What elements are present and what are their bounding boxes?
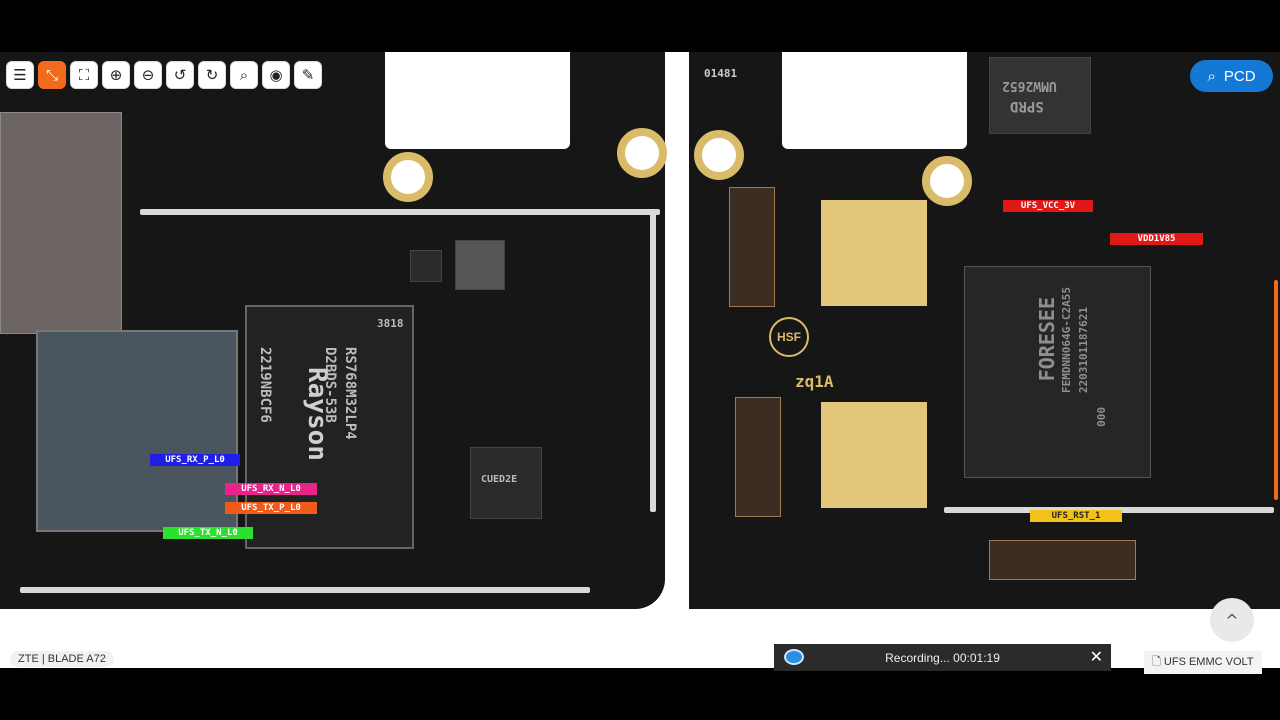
shield-trace	[20, 587, 590, 593]
recording-status: Recording... 00:01:19	[885, 651, 1000, 665]
sim-tray-area	[0, 112, 122, 334]
gold-pad	[821, 402, 927, 508]
inductor	[455, 240, 505, 290]
storage-line-text: FEMDNN064G-C2A55	[1060, 287, 1073, 393]
mount-hole	[383, 152, 433, 202]
zoom-in-icon[interactable]: ⊕	[102, 61, 130, 89]
rotate-left-icon[interactable]: ↺	[166, 61, 194, 89]
label-ufs-rst[interactable]: UFS_RST_1	[1030, 510, 1122, 522]
fullscreen-icon[interactable]: ⛶	[70, 61, 98, 89]
list-icon[interactable]: ☰	[6, 61, 34, 89]
pcb-board-right: 01481 HSF zq1A FORESEE FEMDNN064G-C2A55 …	[689, 52, 1280, 609]
label-vdd1v85[interactable]: VDD1V85	[1110, 233, 1203, 245]
small-chip: CUED2E	[470, 447, 542, 519]
label-ufs-tx-p[interactable]: UFS_TX_P_L0	[225, 502, 317, 514]
shield-trace	[650, 212, 656, 512]
board-cutout	[385, 52, 570, 149]
scrollbar[interactable]	[1274, 280, 1278, 500]
label-ufs-tx-n[interactable]: UFS_TX_N_L0	[163, 527, 253, 539]
regulator-chip	[410, 250, 442, 282]
processor-chip	[36, 330, 238, 532]
chevron-up-icon: ^	[1225, 610, 1239, 630]
camera-icon	[784, 649, 804, 665]
pcd-label: PCD	[1223, 67, 1256, 85]
storage-chip: FORESEE FEMDNN064G-C2A55 2203101187621 0…	[964, 266, 1151, 478]
scroll-top-button[interactable]: ^	[1210, 598, 1254, 642]
mount-hole	[617, 128, 667, 178]
storage-line2-text: 2203101187621	[1077, 307, 1090, 394]
search-icon[interactable]: ⌕	[230, 61, 258, 89]
label-ufs-rx-p[interactable]: UFS_RX_P_L0	[150, 454, 240, 466]
collapse-icon[interactable]: ⤡	[38, 61, 66, 89]
pcd-button[interactable]: ⌕ PCD	[1190, 60, 1273, 92]
rotate-right-icon[interactable]: ↻	[198, 61, 226, 89]
ram-line2: D2BDS-53B	[322, 347, 338, 423]
gold-pad	[821, 200, 927, 306]
mount-hole	[922, 156, 972, 206]
board-cutout	[782, 52, 967, 149]
file-label[interactable]: 🗋 UFS EMMC VOLT	[1144, 651, 1262, 674]
hsf-mark: HSF	[769, 317, 809, 357]
label-ufs-vcc[interactable]: UFS_VCC_3V	[1003, 200, 1093, 212]
small-chip-text: CUED2E	[481, 474, 518, 485]
close-icon[interactable]: ✕	[1089, 647, 1103, 666]
storage-line3-text: 000	[1095, 407, 1108, 427]
zq-text: zq1A	[795, 372, 834, 391]
bottom-connector	[989, 540, 1136, 580]
device-label: ZTE | BLADE A72	[10, 651, 114, 667]
connector-top	[729, 187, 775, 307]
label-ufs-rx-n[interactable]: UFS_RX_N_L0	[225, 483, 317, 495]
ram-line3: 2219NBCF6	[257, 347, 273, 423]
ram-code-text: 3818	[377, 317, 404, 330]
mount-hole	[694, 130, 744, 180]
connector-bottom	[735, 397, 781, 517]
sprd-model-text: UMW2652	[1002, 78, 1057, 93]
draw-icon[interactable]: ✎	[294, 61, 322, 89]
ram-line1: RS768M32LP4	[342, 347, 358, 440]
zoom-out-icon[interactable]: ⊖	[134, 61, 162, 89]
sprd-brand-text: SPRD	[1010, 98, 1044, 114]
shield-trace	[140, 209, 660, 215]
storage-brand-text: FORESEE	[1035, 297, 1059, 382]
board-code-text: 01481	[704, 67, 738, 80]
mouse-icon[interactable]: ◉	[262, 61, 290, 89]
sprd-chip: SPRD UMW2652	[989, 57, 1091, 134]
pcb-viewport[interactable]: 3818 Rayson RS768M32LP4 D2BDS-53B 2219NB…	[0, 52, 1280, 668]
recording-bar: Recording... 00:01:19 ✕	[774, 644, 1111, 671]
pcb-board-left: 3818 Rayson RS768M32LP4 D2BDS-53B 2219NB…	[0, 52, 667, 609]
search-icon: ⌕	[1207, 67, 1216, 85]
ram-brand-text: Rayson	[302, 367, 332, 461]
viewer-toolbar: ☰⤡⛶⊕⊖↺↻⌕◉✎	[6, 61, 322, 89]
